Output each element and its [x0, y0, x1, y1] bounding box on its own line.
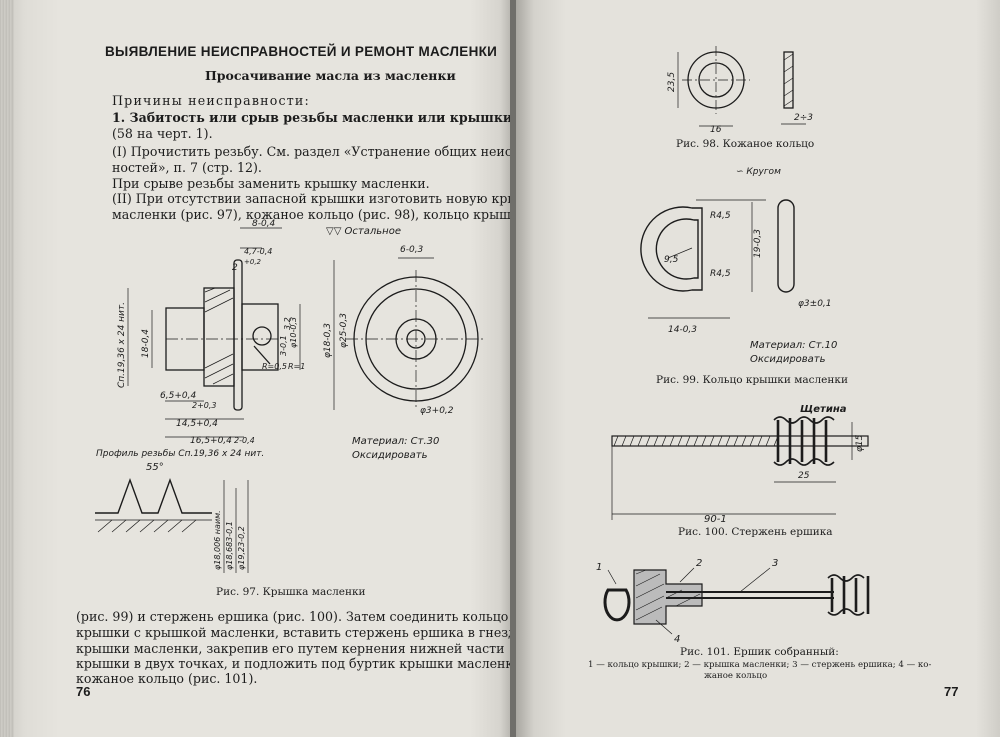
fig99-note: ∽ Кругом — [736, 167, 781, 177]
figure-100-caption: Рис. 100. Стержень ершика — [678, 526, 833, 538]
dim-16: 16 — [710, 125, 722, 135]
fig97-material: Материал: Ст.30 — [352, 436, 439, 447]
thread-d2: φ18,683-0,1 — [225, 521, 234, 570]
paragraph-2: При срыве резьбы заменить крышку масленк… — [112, 176, 430, 191]
dim-10: φ10-0,3 — [289, 317, 298, 348]
cause-1-line1: 1. Забитость или срыв резьбы масленки ил… — [112, 110, 512, 125]
dim-4-7: 4,7-0,4 — [244, 247, 272, 256]
paragraph-1-line1: (I) Прочистить резьбу. См. раздел «Устра… — [112, 144, 512, 159]
dim-tol: +0,2 — [244, 258, 262, 266]
figure-101-caption: Рис. 101. Ершик собранный: — [680, 646, 839, 658]
left-page: ВЫЯВЛЕНИЕ НЕИСПРАВНОСТЕЙ И РЕМОНТ МАСЛЕН… — [0, 0, 512, 737]
dim-2c: 2-0,4 — [234, 436, 255, 445]
paragraph-1-line2: ностей», п. 7 (стр. 12). — [112, 160, 262, 175]
right-page: 23,5 16 2÷3 Рис. 98. Кожаное кольцо ∽ Кр… — [516, 0, 1000, 737]
thread-profile-label: Профиль резьбы Сп.19,36 x 24 нит. — [96, 449, 264, 459]
section-title: ВЫЯВЛЕНИЕ НЕИСПРАВНОСТЕЙ И РЕМОНТ МАСЛЕН… — [105, 44, 498, 59]
dim-6: 6-0,3 — [400, 245, 424, 255]
dim-9-5: 9,5 — [664, 255, 679, 265]
dim-2: 2 — [232, 263, 238, 273]
figure-98-drawing: 23,5 16 2÷3 — [667, 46, 813, 135]
figure-98-caption: Рис. 98. Кожаное кольцо — [676, 138, 815, 150]
paragraph-4-line3: крышки масленки, закрепив его путем керн… — [76, 641, 505, 656]
dim-8: 8-0,4 — [252, 219, 276, 229]
dim-16-5: 16,5+0,4 — [190, 436, 232, 446]
thread-angle: 55° — [146, 462, 164, 473]
dim-14-5: 14,5+0,4 — [176, 419, 218, 429]
paragraph-3-line2: масленки (рис. 97), кожаное кольцо (рис.… — [112, 207, 512, 222]
figure-97-caption: Рис. 97. Крышка масленки — [216, 586, 366, 598]
figure-100-drawing: Щетина φ15 25 90-1 — [611, 404, 869, 525]
figure-99-drawing: ∽ Кругом R4,5 R4,5 9,5 19-0,3 14-0,3 φ3±… — [640, 167, 837, 365]
paragraph-4-line4: крышки в двух точках, и подложить под бу… — [76, 656, 512, 671]
dim-2-3: 2÷3 — [794, 113, 813, 123]
paragraph-3-line1: (II) При отсутствии запасной крышки изго… — [112, 191, 512, 206]
thread-d1: φ18,006 наим. — [213, 510, 222, 570]
dim-18: 18-0,4 — [141, 329, 151, 358]
figure-101-legend-line2: жаное кольцо — [704, 671, 768, 681]
dim-23-5: 23,5 — [667, 72, 677, 92]
dim-19: 19-0,3 — [753, 229, 763, 258]
dim-3: φ3±0,1 — [798, 299, 832, 309]
page-number-right: 77 — [944, 684, 959, 699]
dim-r4-5b: R4,5 — [710, 269, 731, 279]
fig101-n4: 4 — [674, 634, 680, 645]
dim-15: φ15 — [855, 434, 865, 452]
section-subtitle: Просачивание масла из масленки — [205, 68, 456, 83]
dim-r4-5a: R4,5 — [710, 211, 731, 221]
page-number-left: 76 — [76, 684, 91, 699]
figure-99-caption: Рис. 99. Кольцо крышки масленки — [656, 374, 848, 386]
dim-2b: 2+0,3 — [192, 401, 217, 410]
fig99-finish: Оксидировать — [750, 354, 826, 365]
dim-90: 90-1 — [704, 514, 727, 525]
paragraph-4-line5: кожаное кольцо (рис. 101). — [76, 671, 258, 686]
dim-25: φ25-0,3 — [339, 313, 349, 348]
fig101-n2: 2 — [696, 558, 702, 569]
figure-97-drawing: ▽▽ Остальное 8-0,4 4,7-0,4 +0,2 2 6-0,3 … — [95, 219, 486, 573]
dim-3-hole: φ3+0,2 — [420, 406, 454, 416]
dim-thread: Сп.19,36 x 24 нит. — [117, 302, 127, 388]
figure-101-drawing: 1 2 3 4 — [596, 558, 870, 645]
causes-heading: Причины неисправности: — [112, 93, 310, 108]
dim-6-5: 6,5+0,4 — [160, 391, 196, 401]
fig97-finish: Оксидировать — [352, 450, 428, 461]
page-stack-edge — [0, 0, 14, 737]
dim-r1: R=1 — [288, 362, 305, 371]
dim-18b: φ18-0,3 — [323, 323, 333, 358]
dim-3: 3-0,1 — [279, 335, 288, 356]
thread-d3: φ19,23-0,2 — [237, 526, 246, 570]
book-gutter — [510, 0, 518, 737]
cause-1-line2: (58 на черт. 1). — [112, 126, 213, 141]
dim-14: 14-0,3 — [668, 325, 697, 335]
paragraph-4-line1: (рис. 99) и стержень ершика (рис. 100). … — [76, 609, 509, 624]
dim-r05: R=0,5 — [262, 362, 287, 371]
fig101-n1: 1 — [596, 562, 602, 573]
fig99-material: Материал: Ст.10 — [750, 340, 837, 351]
fig101-n3: 3 — [772, 558, 778, 569]
dim-25: 25 — [798, 471, 810, 481]
paragraph-4-line2: крышки с крышкой масленки, вставить стер… — [76, 625, 512, 640]
dim-3-2: 3,2 — [283, 317, 292, 330]
fig100-label: Щетина — [800, 404, 847, 415]
surface-note: ▽▽ Остальное — [326, 226, 401, 237]
figure-101-legend-line1: 1 — кольцо крышки; 2 — крышка масленки; … — [588, 660, 932, 670]
